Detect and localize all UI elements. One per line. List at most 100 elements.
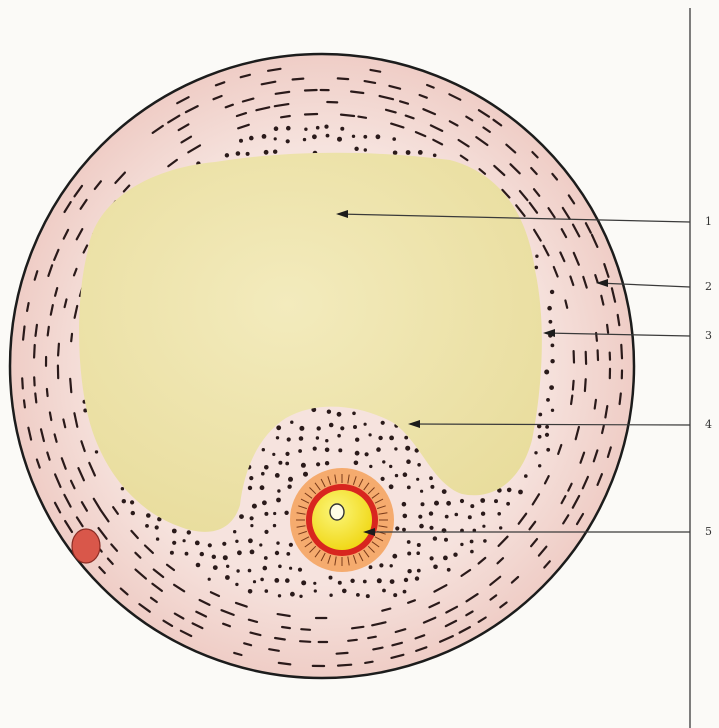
- granulosa-cell: [417, 543, 421, 547]
- granulosa-cell: [274, 578, 279, 583]
- granulosa-cell: [259, 543, 262, 546]
- granulosa-cell: [550, 359, 554, 363]
- granulosa-cell: [381, 421, 385, 425]
- granulosa-cell: [392, 554, 397, 559]
- granulosa-cell: [250, 524, 253, 527]
- granulosa-cell: [338, 448, 342, 452]
- theca-fiber: [275, 638, 285, 640]
- granulosa-cell: [403, 472, 408, 477]
- granulosa-cell: [393, 593, 397, 597]
- granulosa-cell: [262, 134, 267, 139]
- granulosa-cell: [277, 489, 280, 492]
- granulosa-cell: [223, 555, 228, 560]
- granulosa-cell: [544, 370, 549, 375]
- granulosa-cell: [402, 528, 406, 532]
- granulosa-cell: [378, 436, 382, 440]
- granulosa-cell: [187, 530, 191, 534]
- granulosa-cell: [225, 153, 229, 157]
- theca-fiber: [293, 79, 304, 80]
- granulosa-cell: [453, 553, 457, 557]
- granulosa-cell: [286, 126, 291, 131]
- theca-fiber: [70, 379, 71, 392]
- granulosa-cell: [329, 576, 333, 580]
- granulosa-cell: [470, 504, 474, 508]
- granulosa-cell: [551, 409, 554, 412]
- granulosa-cell: [546, 448, 550, 452]
- granulosa-cell: [407, 569, 411, 573]
- granulosa-cell: [313, 582, 316, 585]
- granulosa-cell: [284, 511, 288, 515]
- granulosa-cell: [406, 150, 411, 155]
- granulosa-cell: [447, 568, 451, 572]
- granulosa-cell: [429, 476, 433, 480]
- granulosa-cell: [327, 410, 331, 414]
- theca-fiber: [50, 413, 51, 421]
- granulosa-cell: [278, 565, 282, 569]
- granulosa-cell: [433, 154, 437, 158]
- granulosa-cell: [379, 563, 383, 567]
- granulosa-cell: [434, 501, 439, 506]
- granulosa-cell: [364, 148, 367, 151]
- granulosa-cell: [363, 580, 367, 584]
- granulosa-cell: [535, 266, 539, 270]
- theca-fiber: [337, 653, 348, 654]
- theca-fiber: [338, 78, 348, 79]
- granulosa-cell: [236, 569, 239, 572]
- theca-fiber: [620, 394, 621, 405]
- granulosa-cell: [145, 524, 149, 528]
- granulosa-cell: [549, 320, 553, 324]
- granulosa-cell: [545, 433, 549, 437]
- theca-fiber: [23, 327, 24, 340]
- granulosa-cell: [550, 290, 554, 294]
- granulosa-cell: [260, 578, 264, 582]
- granulosa-cell: [317, 426, 321, 430]
- granulosa-cell: [470, 540, 474, 544]
- granulosa-cell: [419, 524, 424, 529]
- granulosa-cell: [265, 589, 269, 593]
- granulosa-cell: [407, 552, 411, 556]
- granulosa-cell: [172, 541, 176, 545]
- theca-fiber: [607, 325, 608, 333]
- theca-fiber: [36, 325, 37, 336]
- granulosa-cell: [433, 565, 438, 570]
- granulosa-cell: [376, 447, 381, 452]
- theca-fiber: [300, 641, 310, 642]
- granulosa-cell: [369, 465, 372, 468]
- granulosa-cell: [248, 486, 252, 490]
- granulosa-cell: [286, 139, 290, 143]
- granulosa-cell: [551, 344, 555, 348]
- granulosa-cell: [338, 581, 342, 585]
- granulosa-cell: [183, 539, 186, 542]
- granulosa-cell: [316, 462, 320, 466]
- granulosa-cell: [481, 512, 485, 516]
- granulosa-cell: [355, 451, 360, 456]
- granulosa-cell: [288, 477, 293, 482]
- granulosa-cell: [325, 461, 329, 465]
- granulosa-cell: [303, 472, 308, 477]
- granulosa-cell: [325, 439, 328, 442]
- granulosa-cell: [340, 127, 344, 131]
- granulosa-cell: [170, 551, 174, 555]
- granulosa-cell: [483, 539, 487, 543]
- granulosa-cell: [403, 514, 408, 519]
- granulosa-cell: [366, 594, 370, 598]
- granulosa-cell: [298, 449, 302, 453]
- granulosa-cell: [337, 412, 342, 417]
- granulosa-cell: [445, 515, 449, 519]
- granulosa-cell: [404, 436, 408, 440]
- granulosa-cell: [275, 473, 280, 478]
- granulosa-cell: [429, 511, 433, 515]
- granulosa-cell: [524, 474, 528, 478]
- oocyte: [312, 490, 372, 550]
- granulosa-cell: [535, 255, 538, 258]
- theca-fiber: [365, 662, 372, 663]
- granulosa-cell: [130, 500, 134, 504]
- granulosa-cell: [285, 452, 289, 456]
- granulosa-cell: [547, 306, 552, 311]
- granulosa-cell: [390, 564, 393, 567]
- granulosa-cell: [200, 552, 204, 556]
- granulosa-cell: [325, 448, 330, 453]
- granulosa-cell: [389, 436, 394, 441]
- granulosa-cell: [433, 536, 437, 540]
- label-1: 1: [705, 215, 712, 228]
